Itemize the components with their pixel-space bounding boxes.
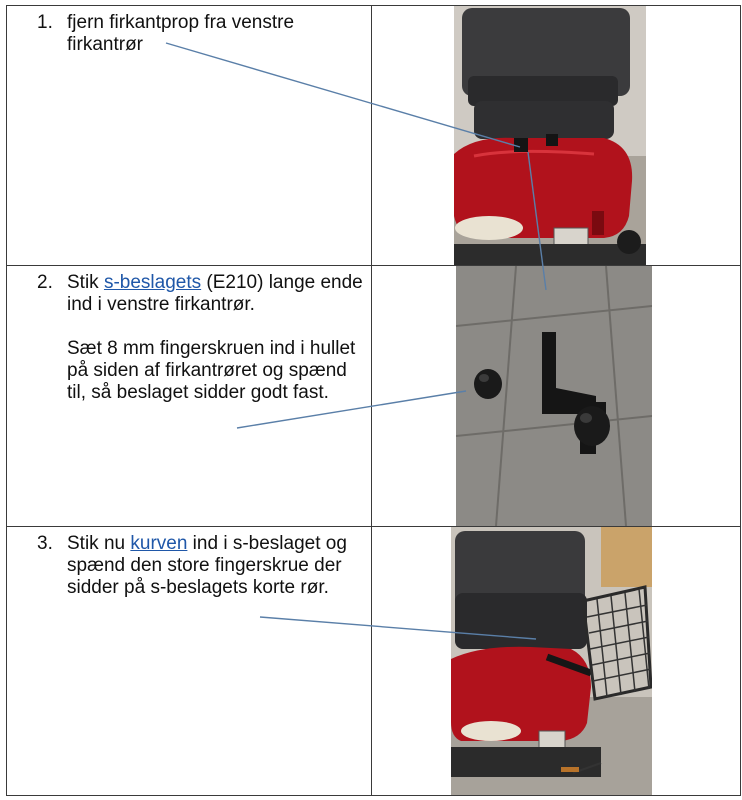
step-1-photo-cell bbox=[371, 5, 741, 266]
step-2-text-cell: 2. Stik s-beslagets (E210) lange ende in… bbox=[6, 265, 372, 527]
step-row-1: 1. fjern firkantprop fra venstre firkant… bbox=[6, 5, 741, 266]
step-2-text-before-link: Stik bbox=[67, 272, 104, 293]
step-3-instruction: Stik nu kurven ind i s-beslaget og spænd… bbox=[67, 533, 363, 599]
step-1-instruction: fjern firkantprop fra venstre firkantrør bbox=[67, 12, 295, 55]
step-2-instruction-1: Stik s-beslagets (E210) lange ende ind i… bbox=[67, 272, 363, 316]
s-bracket-and-knob-photo bbox=[456, 266, 652, 526]
step-2-photo-cell bbox=[371, 265, 741, 527]
step-1-number: 1. bbox=[37, 12, 53, 33]
step-3-text-after-link: ind i s-beslaget og spænd den store fing… bbox=[67, 533, 347, 598]
step-1-text-cell: 1. fjern firkantprop fra venstre firkant… bbox=[6, 5, 372, 266]
scooter-with-basket-photo bbox=[451, 527, 652, 795]
step-2-instruction-2: Sæt 8 mm fingerskruen ind i hullet på si… bbox=[67, 338, 356, 403]
step-3-text-cell: 3. Stik nu kurven ind i s-beslaget og sp… bbox=[6, 526, 372, 796]
step-3-text-before-link: Stik nu bbox=[67, 533, 131, 554]
step-2-number: 2. bbox=[37, 272, 53, 293]
step-row-2: 2. Stik s-beslagets (E210) lange ende in… bbox=[6, 265, 741, 527]
step-2-text-after-link: (E210) lange ende ind i venstre firkantr… bbox=[67, 272, 363, 315]
step-3-photo-cell bbox=[371, 526, 741, 796]
scooter-seat-rear-photo bbox=[454, 6, 646, 265]
basket-link[interactable]: kurven bbox=[130, 533, 188, 554]
steps-table: 1. fjern firkantprop fra venstre firkant… bbox=[6, 5, 741, 796]
s-bracket-link[interactable]: s-beslagets bbox=[103, 272, 202, 293]
step-row-3: 3. Stik nu kurven ind i s-beslaget og sp… bbox=[6, 526, 741, 796]
step-3-number: 3. bbox=[37, 533, 53, 554]
